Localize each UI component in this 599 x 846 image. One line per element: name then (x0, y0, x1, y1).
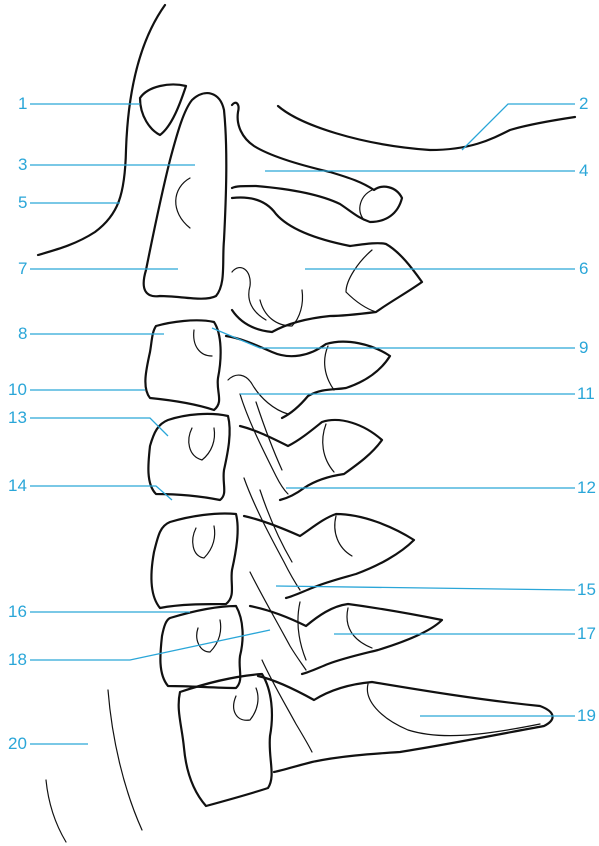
label-13: 13 (8, 408, 27, 428)
label-8: 8 (18, 324, 27, 344)
soft-tissue-arc-inner (108, 690, 142, 830)
label-11: 11 (577, 384, 595, 404)
c4-uncinate (189, 428, 215, 460)
c6-body (160, 606, 242, 688)
label-4: 4 (579, 161, 588, 181)
c6-spinous-line (347, 608, 372, 648)
label-16: 16 (8, 602, 27, 622)
label-3: 3 (18, 155, 27, 175)
skull-contour (38, 5, 165, 255)
label-7: 7 (18, 259, 27, 279)
c3-spinous-line (325, 346, 334, 390)
label-15: 15 (577, 580, 596, 600)
c5-spinous-line (335, 516, 352, 556)
dens-internal-line (176, 178, 190, 228)
c4-spinous-line (323, 424, 334, 472)
c6-facet-line-2 (298, 602, 306, 660)
c5-body (152, 513, 238, 608)
label-14: 14 (8, 476, 27, 496)
leader-15 (276, 586, 575, 590)
c4-facet-line (240, 394, 288, 494)
leader-13 (30, 418, 168, 436)
label-5: 5 (18, 193, 27, 213)
label-18: 18 (8, 650, 27, 670)
label-12: 12 (577, 478, 596, 498)
soft-tissue-arc-outer (46, 780, 66, 842)
c6-posterior (250, 604, 442, 674)
label-19: 19 (577, 706, 596, 726)
label-10: 10 (8, 380, 27, 400)
label-9: 9 (579, 338, 588, 358)
dens-axis (144, 93, 227, 299)
mandible-contour (278, 106, 575, 150)
c5-posterior (244, 514, 414, 598)
c7-spinous-outline (367, 684, 540, 736)
c7-posterior (258, 676, 553, 772)
leader-18 (30, 630, 270, 660)
c3-uncinate (194, 330, 212, 356)
atlas-posterior-arch (232, 103, 402, 222)
label-1: 1 (18, 94, 27, 114)
c2-c3-lamina-arc (260, 290, 303, 326)
label-2: 2 (579, 94, 588, 114)
c6-uncinate (197, 620, 221, 652)
c2-spinous-tip (346, 250, 376, 312)
label-20: 20 (8, 734, 27, 754)
c7-uncinate (234, 688, 258, 720)
c5-uncinate (193, 526, 215, 558)
c4-body (148, 414, 229, 500)
c2-inferior-facet (232, 268, 266, 320)
atlas-tubercle (360, 190, 372, 220)
label-17: 17 (577, 624, 596, 644)
c2-posterior (232, 198, 422, 332)
label-6: 6 (579, 259, 588, 279)
